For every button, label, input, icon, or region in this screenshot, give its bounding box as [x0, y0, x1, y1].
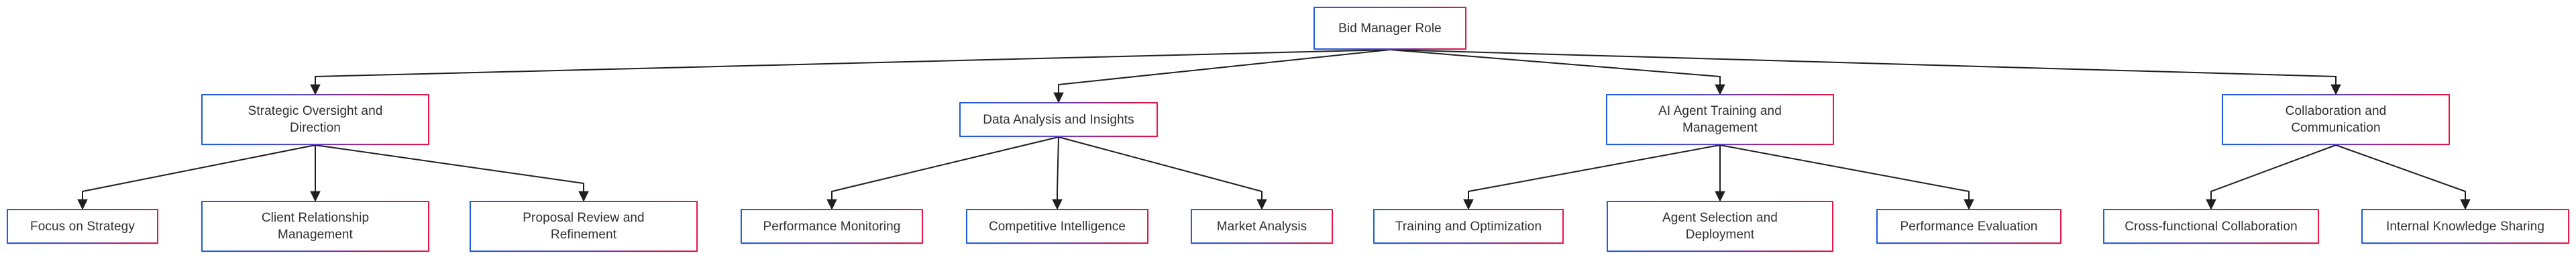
edge-root-to-strategic: [310, 49, 1391, 95]
node-label: Focus on Strategy: [30, 219, 135, 234]
node-proposal-review[interactable]: Proposal Review and Refinement: [470, 201, 698, 252]
node-market-analysis[interactable]: Market Analysis: [1191, 209, 1333, 244]
node-client-relationship[interactable]: Client Relationship Management: [201, 201, 429, 252]
node-agent-selection[interactable]: Agent Selection and Deployment: [1607, 201, 1833, 252]
edge-collaboration-to-internal-knowledge: [2335, 144, 2471, 210]
node-competitive-intelligence[interactable]: Competitive Intelligence: [966, 209, 1148, 244]
node-label: Bid Manager Role: [1338, 21, 1442, 36]
node-training-optimization[interactable]: Training and Optimization: [1373, 209, 1564, 244]
edge-paths: [77, 49, 2471, 210]
node-strategic[interactable]: Strategic Oversight and Direction: [201, 94, 429, 145]
node-label: Proposal Review and Refinement: [523, 211, 645, 242]
node-label: Training and Optimization: [1395, 219, 1542, 234]
edge-data-analysis-to-competitive-intelligence: [1052, 136, 1063, 210]
node-label: Data Analysis and Insights: [983, 112, 1134, 127]
node-root[interactable]: Bid Manager Role: [1313, 7, 1466, 50]
node-cross-functional[interactable]: Cross-functional Collaboration: [2103, 209, 2319, 244]
node-label: Agent Selection and Deployment: [1662, 211, 1778, 242]
node-label: Cross-functional Collaboration: [2125, 219, 2298, 234]
node-data-analysis[interactable]: Data Analysis and Insights: [959, 102, 1158, 137]
edge-ai-agent-to-performance-evaluation: [1719, 144, 1974, 210]
node-label: Client Relationship Management: [261, 211, 370, 242]
node-label: Competitive Intelligence: [988, 219, 1126, 234]
node-label: AI Agent Training and Management: [1658, 104, 1782, 135]
node-label: Collaboration and Communication: [2285, 104, 2387, 135]
node-label: Performance Evaluation: [1900, 219, 2038, 234]
node-label: Strategic Oversight and Direction: [248, 104, 383, 135]
edge-root-to-data-analysis: [1053, 49, 1391, 103]
node-label: Internal Knowledge Sharing: [2385, 219, 2545, 234]
edge-root-to-collaboration: [1389, 49, 2341, 95]
edge-ai-agent-to-training-optimization: [1463, 144, 1721, 210]
edge-data-analysis-to-performance-monitoring: [826, 136, 1059, 210]
edge-root-to-ai-agent: [1389, 49, 1725, 95]
node-ai-agent[interactable]: AI Agent Training and Management: [1606, 94, 1834, 145]
node-label: Market Analysis: [1216, 219, 1307, 234]
node-collaboration[interactable]: Collaboration and Communication: [2222, 94, 2450, 145]
edge-strategic-to-proposal-review: [315, 144, 589, 202]
node-performance-monitoring[interactable]: Performance Monitoring: [741, 209, 923, 244]
node-performance-evaluation[interactable]: Performance Evaluation: [1876, 209, 2061, 244]
edge-data-analysis-to-market-analysis: [1058, 136, 1267, 210]
node-label: Performance Monitoring: [763, 219, 901, 234]
node-internal-knowledge[interactable]: Internal Knowledge Sharing: [2361, 209, 2569, 244]
node-focus-strategy[interactable]: Focus on Strategy: [7, 209, 158, 244]
edge-strategic-to-focus-strategy: [77, 144, 316, 210]
edge-collaboration-to-cross-functional: [2206, 144, 2337, 210]
